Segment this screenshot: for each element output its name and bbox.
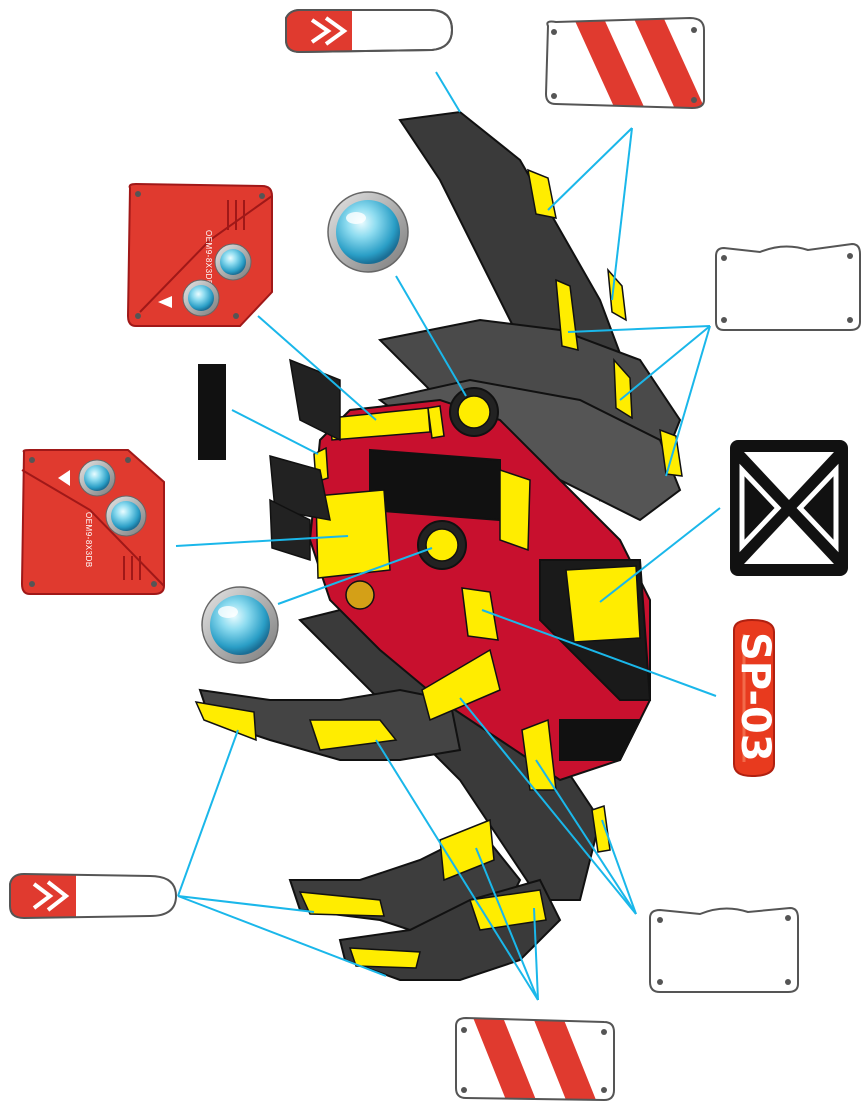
red-panel-top: OEM9-8X3DB <box>128 184 272 326</box>
panel-code-left: OEM9-8X3DB <box>84 512 93 568</box>
chevron-sticker-top <box>286 10 452 52</box>
eye-lens-top <box>328 192 408 272</box>
x-emblem-icon <box>730 440 848 576</box>
blank-sticker-bottom <box>650 908 798 992</box>
eye-lens-bottom <box>202 587 278 663</box>
sp03-badge: SP-03 <box>732 620 778 776</box>
red-panel-left: OEM9-8X3DB <box>22 450 164 594</box>
chevron-sticker-bottom <box>10 874 176 918</box>
blank-icon <box>716 244 860 330</box>
badge-label: SP-03 <box>732 632 778 762</box>
stripe-sticker-top <box>546 10 710 120</box>
stripe-sticker-bottom <box>456 1010 614 1110</box>
black-bar-icon <box>198 364 226 460</box>
gear-icon <box>346 581 374 609</box>
blank-icon <box>650 908 798 992</box>
body-eye-bottom <box>418 521 466 569</box>
panel-code-top: OEM9-8X3DB <box>204 230 213 286</box>
blank-sticker-right <box>716 244 860 330</box>
body-eye-top <box>450 388 498 436</box>
